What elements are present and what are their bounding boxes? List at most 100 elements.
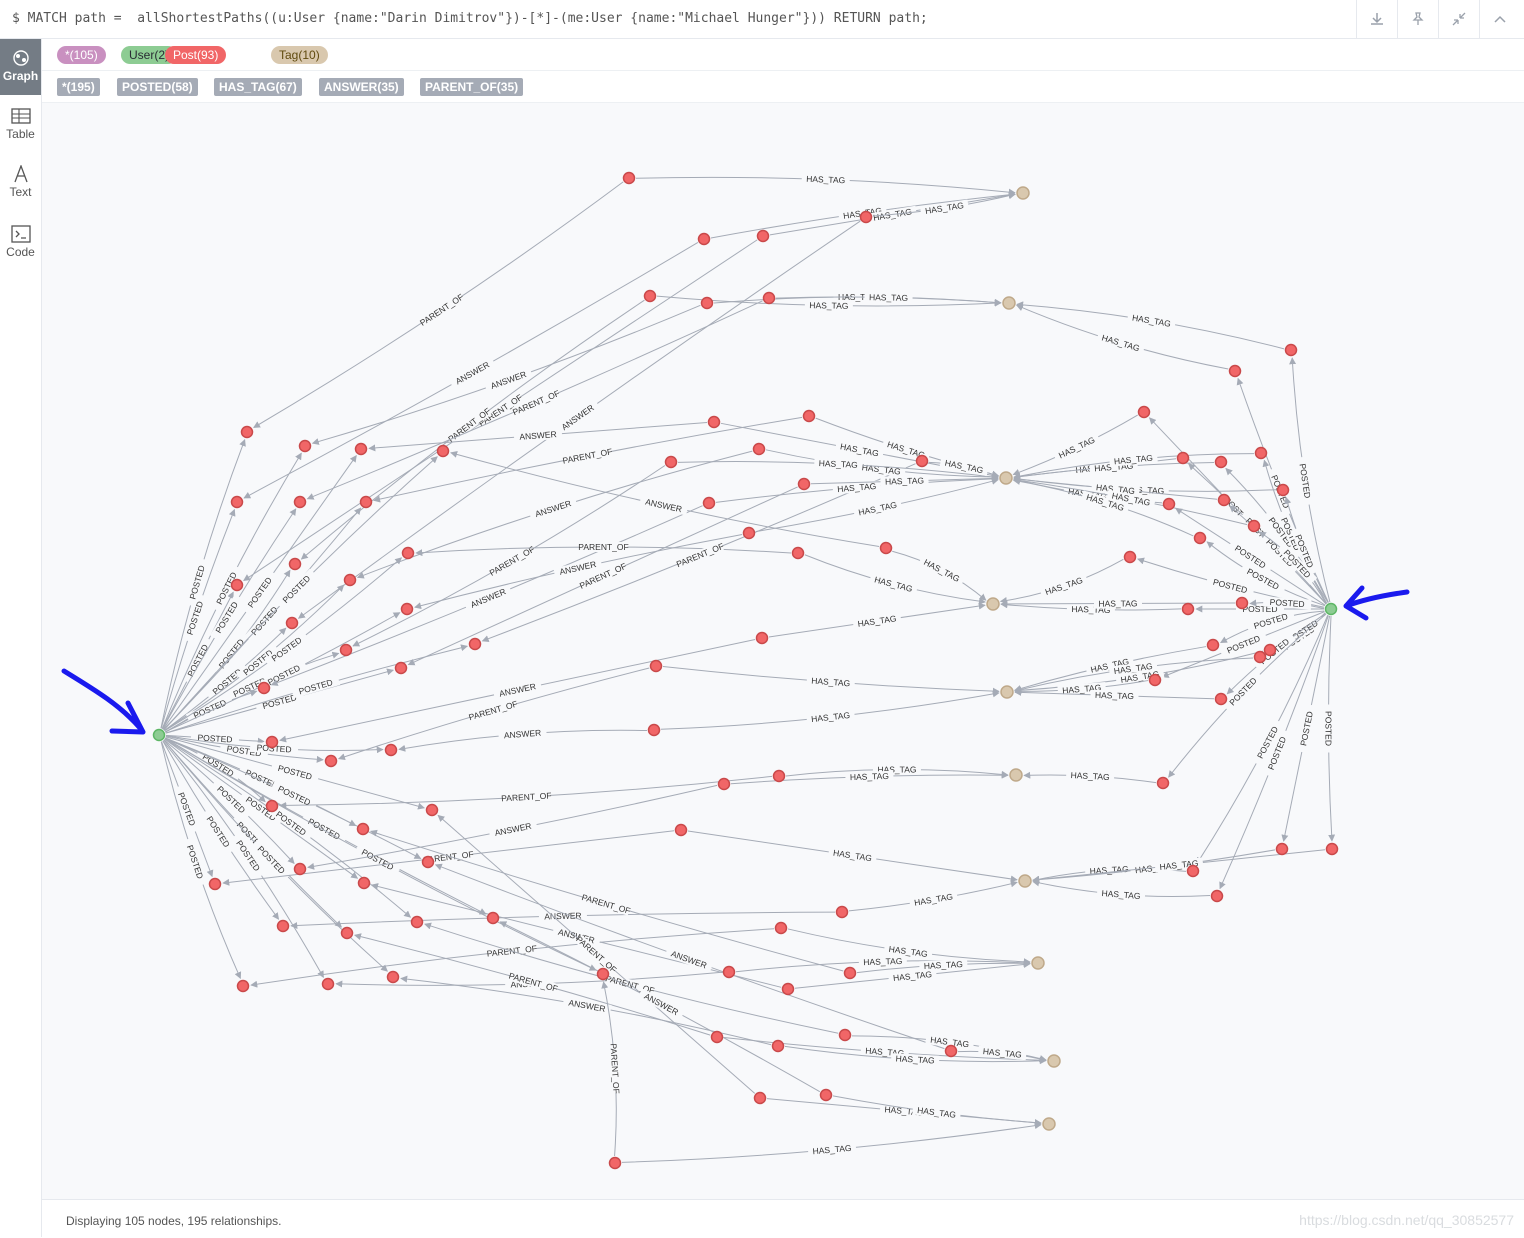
post-node[interactable] <box>859 210 873 224</box>
post-node[interactable] <box>1156 776 1170 790</box>
post-node[interactable] <box>1263 643 1277 657</box>
post-node[interactable] <box>486 911 500 925</box>
download-icon[interactable] <box>1356 0 1397 38</box>
post-node[interactable] <box>1325 842 1339 856</box>
post-node[interactable] <box>944 1044 958 1058</box>
post-node[interactable] <box>1254 446 1268 460</box>
post-node[interactable] <box>802 409 816 423</box>
post-node[interactable] <box>394 661 408 675</box>
post-node[interactable] <box>622 171 636 185</box>
view-tab-graph[interactable]: Graph <box>0 39 41 95</box>
relationship-has-tag[interactable] <box>1016 301 1285 350</box>
user-node[interactable] <box>1324 602 1338 616</box>
post-node[interactable] <box>384 743 398 757</box>
relationship-has-tag[interactable] <box>1016 304 1229 370</box>
post-node[interactable] <box>410 915 424 929</box>
post-node[interactable] <box>1137 405 1151 419</box>
post-node[interactable] <box>1210 889 1224 903</box>
graph-svg[interactable]: POSTEDPOSTEDPOSTEDPOSTEDPOSTEDPOSTEDPOST… <box>42 103 1524 1199</box>
post-node[interactable] <box>276 919 290 933</box>
post-node[interactable] <box>354 442 368 456</box>
post-node[interactable] <box>468 637 482 651</box>
post-node[interactable] <box>756 229 770 243</box>
tag-node[interactable] <box>1047 1054 1061 1068</box>
post-node[interactable] <box>664 455 678 469</box>
post-node[interactable] <box>717 777 731 791</box>
post-node[interactable] <box>742 526 756 540</box>
post-node[interactable] <box>324 754 338 768</box>
post-node[interactable] <box>1217 493 1231 507</box>
post-node[interactable] <box>1228 364 1242 378</box>
tag-node[interactable] <box>1009 768 1023 782</box>
post-node[interactable] <box>647 723 661 737</box>
post-node[interactable] <box>797 477 811 491</box>
post-node[interactable] <box>771 1039 785 1053</box>
relationship-has-tag[interactable] <box>621 1122 1042 1163</box>
post-node[interactable] <box>755 631 769 645</box>
tag-node[interactable] <box>1042 1117 1056 1131</box>
post-node[interactable] <box>1186 864 1200 878</box>
rel-type-answer[interactable]: ANSWER(35) <box>319 78 404 96</box>
tag-node[interactable] <box>1018 874 1032 888</box>
post-node[interactable] <box>230 495 244 509</box>
post-node[interactable] <box>1235 596 1249 610</box>
post-node[interactable] <box>288 557 302 571</box>
post-node[interactable] <box>1181 602 1195 616</box>
post-node[interactable] <box>285 616 299 630</box>
post-node[interactable] <box>697 232 711 246</box>
post-node[interactable] <box>421 855 435 869</box>
node-label-user[interactable]: User(2) <box>121 46 178 64</box>
post-node[interactable] <box>700 296 714 310</box>
collapse-icon[interactable] <box>1438 0 1479 38</box>
post-node[interactable] <box>710 1030 724 1044</box>
post-node[interactable] <box>781 982 795 996</box>
post-node[interactable] <box>298 439 312 453</box>
post-node[interactable] <box>236 979 250 993</box>
post-node[interactable] <box>843 966 857 980</box>
post-node[interactable] <box>230 578 244 592</box>
view-tab-code[interactable]: Code <box>0 215 41 271</box>
post-node[interactable] <box>835 905 849 919</box>
post-node[interactable] <box>722 965 736 979</box>
post-node[interactable] <box>425 803 439 817</box>
post-node[interactable] <box>1206 638 1220 652</box>
relationship-answer[interactable] <box>311 304 701 445</box>
post-node[interactable] <box>1123 550 1137 564</box>
post-node[interactable] <box>293 862 307 876</box>
tag-node[interactable] <box>1031 956 1045 970</box>
post-node[interactable] <box>1193 531 1207 545</box>
post-node[interactable] <box>772 769 786 783</box>
post-node[interactable] <box>265 735 279 749</box>
post-node[interactable] <box>753 1091 767 1105</box>
relationship-parent-of[interactable] <box>424 922 839 1034</box>
query-text[interactable]: $ MATCH path = allShortestPaths((u:User … <box>12 11 928 26</box>
post-node[interactable] <box>762 291 776 305</box>
post-node[interactable] <box>257 681 271 695</box>
view-tab-text[interactable]: Text <box>0 155 41 211</box>
relationship-has-tag[interactable] <box>660 690 1000 730</box>
post-node[interactable] <box>879 541 893 555</box>
post-node[interactable] <box>774 921 788 935</box>
post-node[interactable] <box>707 415 721 429</box>
relationship-has-tag[interactable] <box>787 928 1031 966</box>
post-node[interactable] <box>400 602 414 616</box>
post-node[interactable] <box>1284 343 1298 357</box>
post-node[interactable] <box>752 442 766 456</box>
tag-node[interactable] <box>1000 685 1014 699</box>
user-node[interactable] <box>152 728 166 742</box>
post-node[interactable] <box>1148 673 1162 687</box>
tag-node[interactable] <box>1016 186 1030 200</box>
tag-node[interactable] <box>1002 296 1016 310</box>
post-node[interactable] <box>838 1028 852 1042</box>
post-node[interactable] <box>240 425 254 439</box>
post-node[interactable] <box>340 926 354 940</box>
post-node[interactable] <box>643 289 657 303</box>
tag-node[interactable] <box>999 471 1013 485</box>
rel-type-has-tag[interactable]: HAS_TAG(67) <box>214 78 302 96</box>
post-node[interactable] <box>1176 451 1190 465</box>
post-node[interactable] <box>401 546 415 560</box>
rel-type-all[interactable]: *(195) <box>57 78 100 96</box>
post-node[interactable] <box>321 977 335 991</box>
post-node[interactable] <box>339 643 353 657</box>
